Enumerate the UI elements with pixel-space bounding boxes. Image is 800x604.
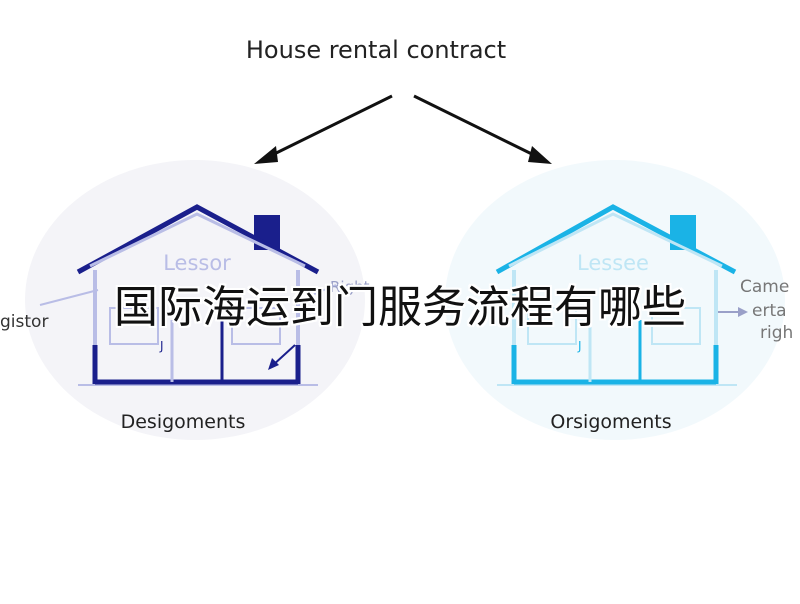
lessor-label: Lessor [163,251,231,275]
arrow-to-lessor [261,94,393,162]
arrow-to-lessee [413,94,545,162]
lessee-side-line-2: erta [752,301,787,321]
arrowhead-lessee [528,146,552,164]
lessee-house: J [445,160,785,440]
lessee-side-line-1: Came [740,277,789,297]
svg-text:J: J [159,339,164,353]
lessee-caption: Orsigoments [550,411,671,433]
lessee-label: Lessee [577,251,649,275]
lessor-house: J [25,160,365,440]
lessor-caption: Desigoments [121,411,246,433]
lessor-side-left-text: gistor [0,312,48,332]
overlay-headline: 国际海运到门服务流程有哪些 [114,282,686,333]
svg-text:J: J [577,339,582,353]
diagram-title: House rental contract [246,36,506,64]
lessee-side-line-3: righ [760,323,793,343]
arrowhead-lessor [254,146,278,164]
lessor-side-right-text: Right [330,278,370,296]
